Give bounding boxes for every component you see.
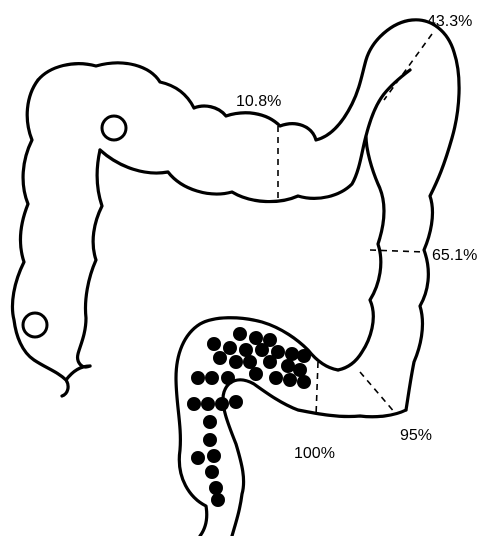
lesion-dot <box>285 347 299 361</box>
lesion-dot <box>239 343 253 357</box>
lesion-dot <box>191 371 205 385</box>
lesion-dot <box>207 449 221 463</box>
lesion-dot <box>201 397 215 411</box>
lesion-dot <box>249 367 263 381</box>
lesion-dot-group <box>187 327 311 507</box>
descending-colon-inner-outline <box>338 136 384 370</box>
lesion-dot <box>223 341 237 355</box>
lesion-dot <box>221 371 235 385</box>
label-transverse: 10.8% <box>236 93 281 110</box>
lesion-dot <box>269 371 283 385</box>
lesion-dot <box>207 337 221 351</box>
label-sigmoid-upper: 95% <box>400 427 432 444</box>
lesion-dot <box>211 493 225 507</box>
lesion-dot <box>205 465 219 479</box>
divider-splenic <box>384 34 432 100</box>
lesion-dot <box>203 415 217 429</box>
lesion-dot <box>229 355 243 369</box>
label-descending: 65.1% <box>432 247 477 264</box>
lesion-dot <box>297 375 311 389</box>
lesion-dot <box>213 351 227 365</box>
divider-sigmoid-upper <box>360 372 396 414</box>
lesion-dot <box>281 359 295 373</box>
lesion-dot <box>243 355 257 369</box>
lesion-dot <box>255 343 269 357</box>
label-sigmoid-lower: 100% <box>294 445 335 462</box>
lesion-dot <box>263 355 277 369</box>
lesion-dot <box>233 327 247 341</box>
lesion-dot <box>293 363 307 377</box>
lesion-dot <box>283 373 297 387</box>
lesion-dot <box>209 481 223 495</box>
open-marker-caecum <box>23 313 47 337</box>
divider-sigmoid-lower <box>316 362 318 416</box>
lesion-dot <box>215 397 229 411</box>
caecum-outline <box>12 80 68 396</box>
lesion-dot <box>249 331 263 345</box>
lesion-dot <box>203 433 217 447</box>
transverse-colon-inner-outline <box>100 70 410 202</box>
open-marker-transverse <box>102 116 126 140</box>
lesion-dot <box>229 395 243 409</box>
lesion-dot <box>187 397 201 411</box>
lesion-dot <box>205 371 219 385</box>
lesion-dot <box>191 451 205 465</box>
ascending-colon-inner-outline <box>78 150 102 367</box>
label-splenic: 43.3% <box>427 13 472 30</box>
lesion-dot <box>297 349 311 363</box>
